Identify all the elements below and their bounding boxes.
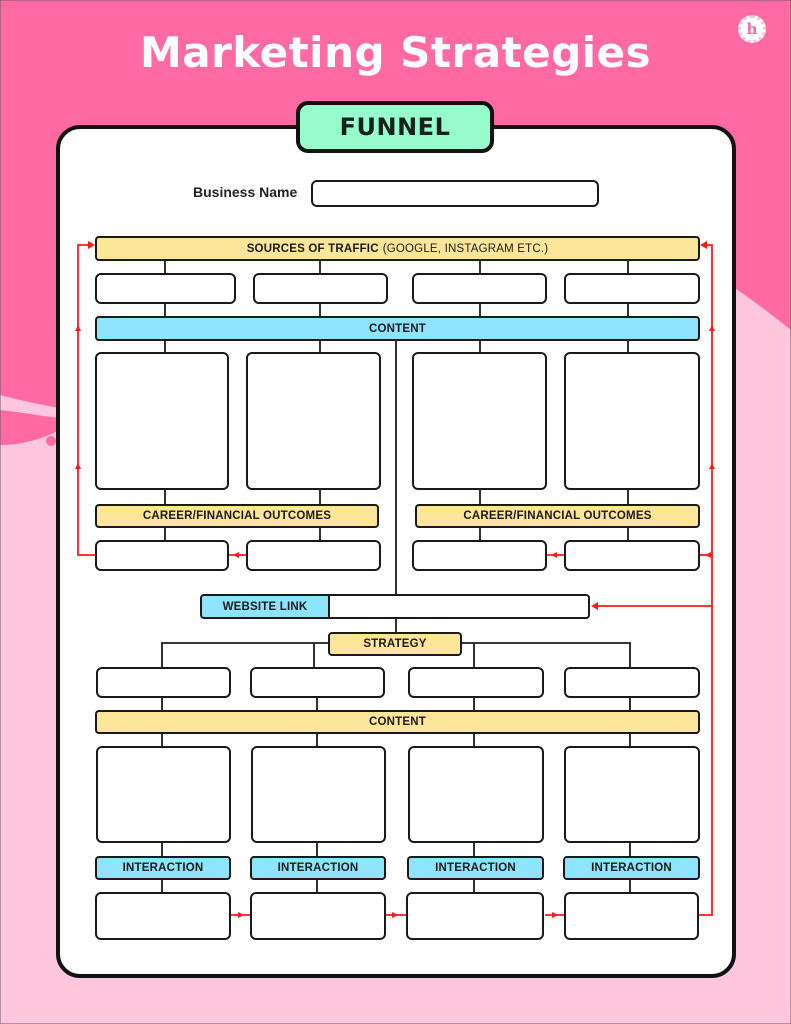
interaction-box-1[interactable]: [95, 892, 231, 940]
interaction-box-4[interactable]: [564, 892, 699, 940]
website-link-input[interactable]: [328, 594, 590, 619]
business-name-input[interactable]: [311, 180, 599, 207]
funnel-tag: FUNNEL: [296, 101, 494, 153]
sources-of-traffic-bar: SOURCES OF TRAFFIC (GOOGLE, INSTAGRAM ET…: [95, 236, 700, 261]
content-box-bottom-3[interactable]: [408, 746, 544, 843]
h-monogram-logo-icon: h: [738, 15, 766, 43]
outcome-box-3[interactable]: [412, 540, 547, 571]
content-box-bottom-4[interactable]: [564, 746, 700, 843]
outcome-box-2[interactable]: [246, 540, 381, 571]
interaction-bar-1: INTERACTION: [95, 856, 231, 880]
interaction-bar-3: INTERACTION: [407, 856, 544, 880]
content-box-bottom-2[interactable]: [251, 746, 386, 843]
career-financial-outcomes-bar-left: CAREER/FINANCIAL OUTCOMES: [95, 504, 379, 528]
content-bar-bottom: CONTENT: [95, 710, 700, 734]
strategy-box-4[interactable]: [564, 667, 700, 698]
career-financial-outcomes-bar-right: CAREER/FINANCIAL OUTCOMES: [415, 504, 700, 528]
source-box-3[interactable]: [412, 273, 547, 304]
source-box-2[interactable]: [253, 273, 388, 304]
content-box-top-2[interactable]: [246, 352, 381, 490]
content-bar-top: CONTENT: [95, 316, 700, 341]
interaction-box-2[interactable]: [250, 892, 386, 940]
outcome-box-4[interactable]: [564, 540, 700, 571]
business-name-label: Business Name: [193, 184, 298, 200]
strategy-box-3[interactable]: [408, 667, 544, 698]
content-box-top-4[interactable]: [564, 352, 700, 490]
page-title: Marketing Strategies: [139, 28, 652, 77]
strategy-bar: STRATEGY: [328, 632, 462, 656]
content-box-top-3[interactable]: [412, 352, 547, 490]
interaction-bar-2: INTERACTION: [250, 856, 386, 880]
content-box-top-1[interactable]: [95, 352, 229, 490]
content-box-bottom-1[interactable]: [96, 746, 231, 843]
interaction-box-3[interactable]: [406, 892, 544, 940]
strategy-box-1[interactable]: [96, 667, 231, 698]
source-box-4[interactable]: [564, 273, 700, 304]
outcome-box-1[interactable]: [95, 540, 229, 571]
interaction-bar-4: INTERACTION: [563, 856, 700, 880]
source-box-1[interactable]: [95, 273, 236, 304]
strategy-box-2[interactable]: [250, 667, 385, 698]
website-link-label: WEBSITE LINK: [200, 594, 330, 619]
